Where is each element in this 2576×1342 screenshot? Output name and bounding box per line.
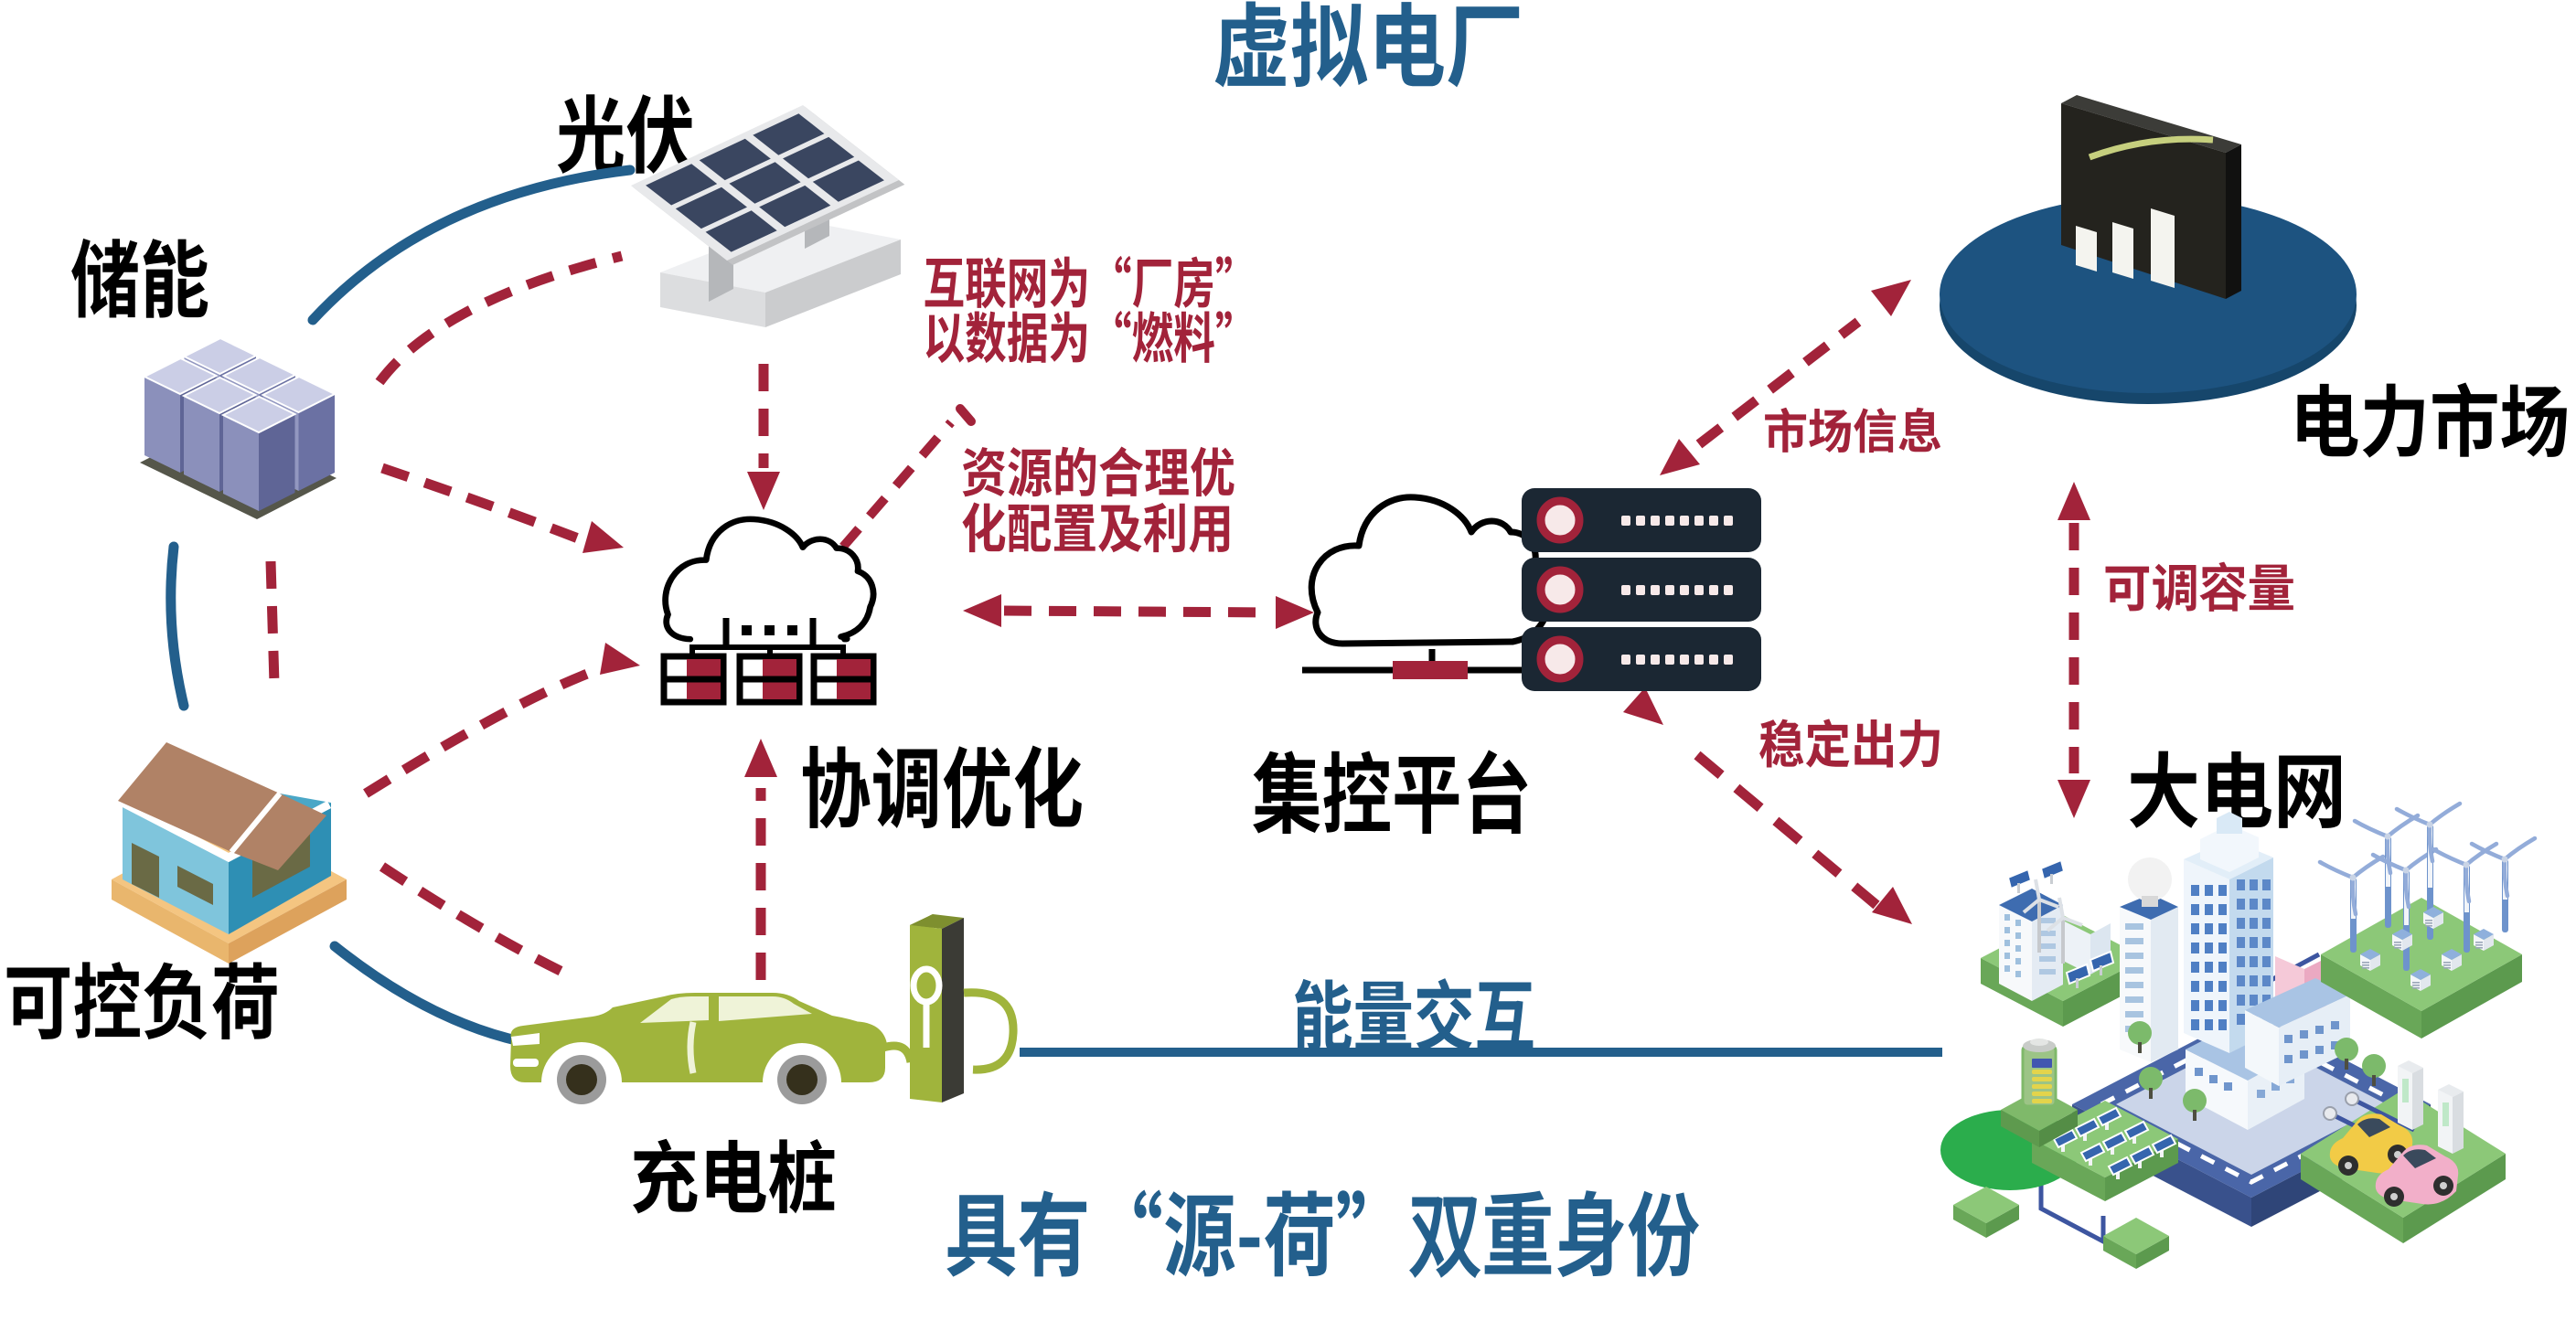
- svg-text:以数据为“燃料”: 以数据为“燃料”: [924, 295, 1257, 375]
- svg-text:协调优化: 协调优化: [800, 719, 1084, 847]
- svg-text:充电桩: 充电桩: [630, 1115, 837, 1230]
- svg-text:集控平台: 集控平台: [1252, 725, 1532, 852]
- svg-text:电力市场: 电力市场: [2290, 359, 2570, 474]
- svg-text:互联网为“厂房”: 互联网为“厂房”: [924, 240, 1257, 320]
- svg-text:稳定出力: 稳定出力: [1758, 705, 1943, 779]
- svg-text:可调容量: 可调容量: [2103, 549, 2295, 623]
- svg-text:资源的合理优: 资源的合理优: [961, 431, 1235, 507]
- svg-text:市场信息: 市场信息: [1763, 394, 1942, 463]
- svg-text:虚拟电厂: 虚拟电厂: [1213, 0, 1523, 106]
- svg-text:化配置及利用: 化配置及利用: [961, 486, 1234, 563]
- svg-text:储能: 储能: [70, 214, 209, 336]
- svg-text:具有“源-荷”双重身份: 具有“源-荷”双重身份: [945, 1163, 1700, 1295]
